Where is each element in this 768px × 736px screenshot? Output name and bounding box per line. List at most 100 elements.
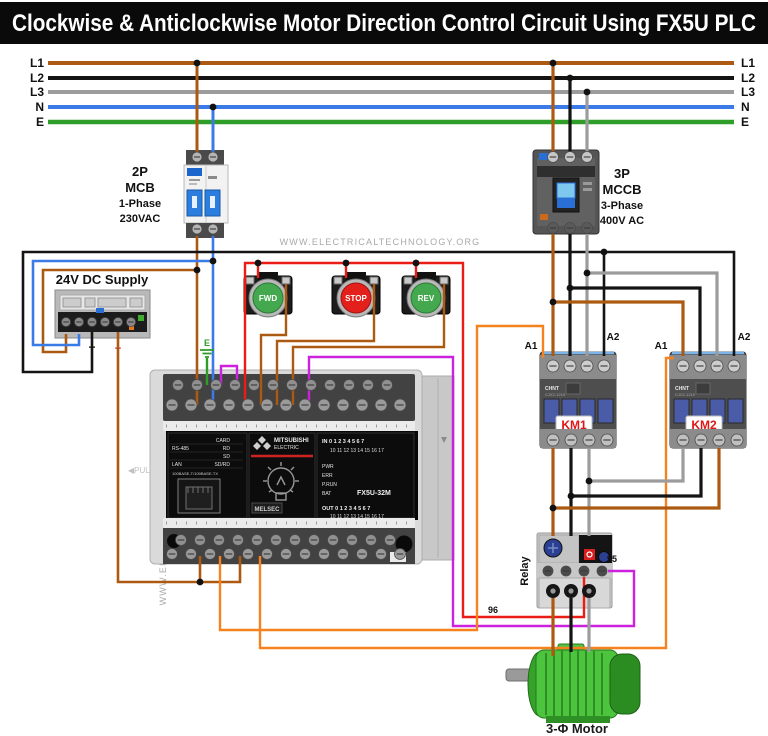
plc-out-row1: OUT 0 1 2 3 4 5 6 7 <box>322 506 370 512</box>
motor-end-cap <box>609 653 641 715</box>
plc-led-prun: P.RUN <box>322 482 337 488</box>
mcb-brand-band <box>187 168 202 176</box>
page-title: Clockwise & Anticlockwise Motor Directio… <box>12 10 756 37</box>
bus-label-l1-left: L1 <box>30 56 44 70</box>
km2-model: CJX2-1210 <box>675 392 696 397</box>
rev-label: REV <box>418 294 435 303</box>
plc-lan-label: LAN <box>172 462 182 468</box>
wire-cross-l2-km2 <box>571 448 703 498</box>
wire-cross-l3-km2 <box>589 448 685 483</box>
wire-y0-to-km1-a1 <box>218 324 545 632</box>
km2-a1-label: A1 <box>655 341 668 352</box>
stop-label: STOP <box>345 294 367 303</box>
km1-bottom-terminals <box>540 429 616 448</box>
relay-96-label: 96 <box>488 605 498 615</box>
mccb-brand-band <box>539 153 553 160</box>
motor-foot <box>546 716 610 723</box>
plc-series-label: MELSEC <box>254 507 280 513</box>
bus-label-l2-right: L2 <box>741 71 755 85</box>
plc-card-label: CARD <box>216 438 231 444</box>
wire-red-button-bus <box>243 261 586 619</box>
wire-dc-minus-to-km2-a2 <box>21 250 736 374</box>
plc-fx5u: CARD RS-485 RD SD LAN SD/RD 100BASE-T/10… <box>149 369 455 565</box>
mitsubishi-logo-icon <box>253 436 271 450</box>
bus-label-l1-right: L1 <box>741 56 755 70</box>
mcb-label-poles: 2P <box>132 164 148 179</box>
mcb-2p: 2P MCB 1-Phase 230VAC <box>119 150 229 238</box>
earth-label: E <box>204 338 210 348</box>
watermark-horizontal: WWW.ELECTRICALTECHNOLOGY.ORG <box>280 237 481 247</box>
wire-fwd-to-plc-x0 <box>259 284 288 405</box>
mcb-label-voltage: 230VAC <box>120 213 161 225</box>
plc-led-err: ERR <box>322 473 333 479</box>
title-bar-bg <box>0 2 768 44</box>
mcb-label-phase: 1-Phase <box>119 198 161 210</box>
mccb-label-type: MCCB <box>603 182 642 197</box>
km1-brand: CHNT <box>545 386 559 392</box>
plc-led-bat: BAT <box>322 491 331 497</box>
rev-terminal-left <box>403 276 413 285</box>
wire-rev-to-plc-x2 <box>291 284 446 405</box>
plc-in-row1: IN 0 1 2 3 4 5 6 7 <box>322 439 364 445</box>
km1-a2-label: A2 <box>607 332 620 343</box>
earth-symbol-icon <box>200 349 214 358</box>
relay-test-dial[interactable] <box>598 551 610 563</box>
wire-l3-branch-km2 <box>587 271 719 356</box>
bus-label-l2-left: L2 <box>30 71 44 85</box>
km1-model: CJX2-1210 <box>545 392 566 397</box>
km2-a2-label: A2 <box>738 332 751 343</box>
wire-l1-branch-km2 <box>553 300 685 356</box>
fwd-label: FWD <box>259 294 277 303</box>
junction-dots <box>193 59 608 586</box>
plc-in-row2: 10 11 12 13 14 15 16 17 <box>330 448 384 454</box>
mccb-label-phase: 3-Phase <box>601 200 643 212</box>
relay-reset-button[interactable] <box>584 549 595 560</box>
plc-brand-bottom: ELECTRIC <box>274 445 299 451</box>
stop-cap[interactable] <box>340 282 372 314</box>
km2-label: KM2 <box>691 418 717 432</box>
bus-label-e-left: E <box>36 115 44 129</box>
relay-label: Relay <box>519 555 531 585</box>
wire-stop-to-plc-x1 <box>275 284 376 405</box>
km2-brand: CHNT <box>675 386 689 392</box>
bus-label-e-right: E <box>741 115 749 129</box>
wiring: E <box>21 63 736 656</box>
plc-rd-label: RD <box>223 446 231 452</box>
title-bar: Clockwise & Anticlockwise Motor Directio… <box>0 2 768 44</box>
plc-rs485-label: RS-485 <box>172 446 189 452</box>
plc-right-panel: IN 0 1 2 3 4 5 6 7 10 11 12 13 14 15 16 … <box>316 432 415 520</box>
mccb-label-poles: 3P <box>614 166 630 181</box>
plc-led-pwr: PWR <box>322 464 334 470</box>
wire-magenta-jumper <box>219 364 239 385</box>
wire-n-to-supply <box>31 259 213 347</box>
stop-terminal-right <box>369 276 379 285</box>
wire-cross-l1-km2 <box>553 448 721 510</box>
km2-bottom-terminals <box>670 429 746 448</box>
rev-button[interactable]: NO REV <box>401 272 451 318</box>
dc-supply-label: 24V DC Supply <box>56 272 149 287</box>
wire-l2-branch-km2 <box>570 286 702 356</box>
plc-top-label-strip <box>163 421 415 431</box>
relay-aux-terminal-row <box>537 563 612 578</box>
rev-cap[interactable] <box>410 282 442 314</box>
wire-magenta-relay-95 <box>307 355 636 628</box>
stop-terminal-left <box>333 276 343 285</box>
screw-layer <box>61 151 744 598</box>
plc-left-panel: CARD RS-485 RD SD LAN SD/RD 100BASE-T/10… <box>167 432 248 519</box>
plc-out-row2: 10 11 12 13 14 15 16 17 <box>330 514 384 520</box>
mcb-label-type: MCB <box>125 180 155 195</box>
mccb-toggle[interactable] <box>556 182 576 199</box>
bus-label-n-left: N <box>35 100 44 114</box>
fwd-terminal-left <box>245 276 255 285</box>
fwd-button[interactable]: NO FWD <box>243 272 293 318</box>
fwd-terminal-right <box>281 276 291 285</box>
motor-3phase: 3-Φ Motor <box>505 643 641 736</box>
bus-label-l3-left: L3 <box>30 85 44 99</box>
fwd-cap[interactable] <box>252 282 284 314</box>
pull-marker: ◀PULL <box>128 466 155 475</box>
km1-label: KM1 <box>561 418 587 432</box>
rev-terminal-right <box>439 276 449 285</box>
stop-button[interactable]: NC STOP <box>331 272 381 318</box>
